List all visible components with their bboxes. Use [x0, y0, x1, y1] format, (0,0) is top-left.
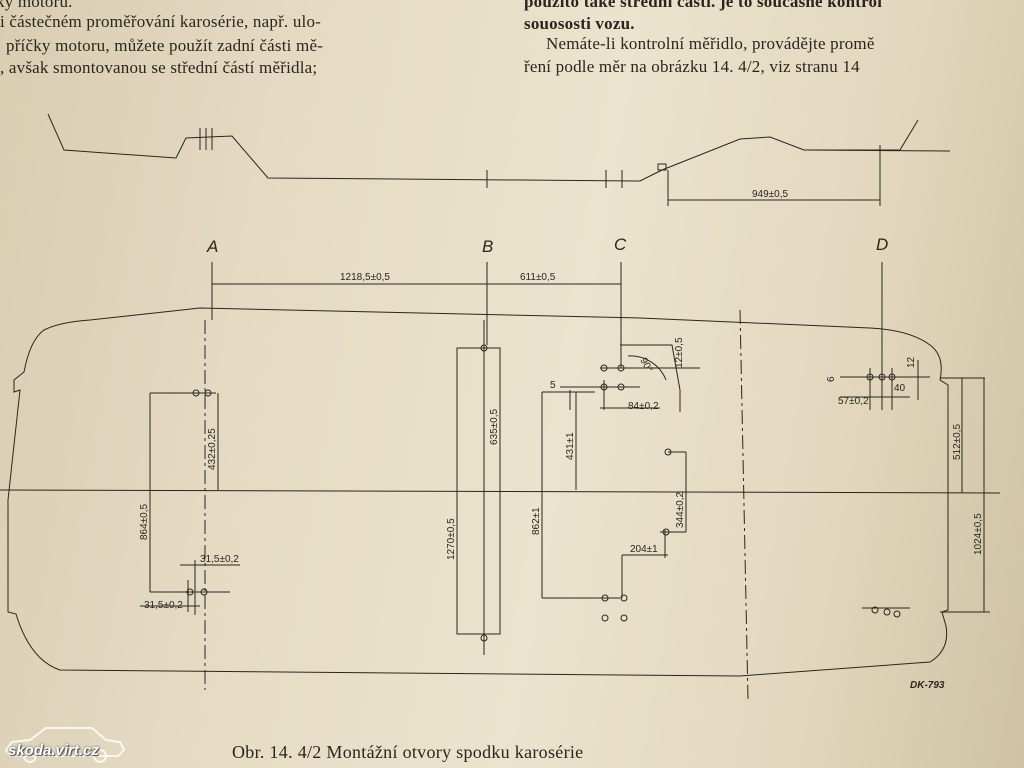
hole — [186, 588, 194, 596]
drawing-code: DK-793 — [910, 680, 945, 691]
dim-a-864: 864±0,5 — [139, 503, 150, 540]
dim-c-12: 12±0,5 — [674, 337, 685, 368]
hole — [192, 389, 200, 397]
dim-a-432: 432±0,25 — [207, 428, 218, 470]
floor-pan-outline — [7, 307, 949, 677]
body-text-right-1: Nemáte-li kontrolní měřidlo, provádějte … — [546, 34, 875, 53]
dim-b-635: 635±0,5 — [489, 408, 500, 445]
dim-c-5: 5 — [550, 380, 556, 391]
hole — [620, 594, 628, 602]
dim-c-204: 204±1 — [630, 544, 658, 555]
hole — [600, 383, 608, 391]
hole — [480, 344, 488, 352]
figure-caption: Obr. 14. 4/2 Montážní otvory spodku karo… — [232, 742, 584, 762]
dim-c-862: 862±1 — [531, 507, 542, 535]
dim-d-57: 57±0,2 — [838, 396, 869, 407]
dim-c-angle: 90° — [637, 356, 654, 375]
hole — [204, 389, 212, 397]
dim-bc: 611±0,5 — [520, 272, 556, 283]
body-text-right-bold-1: použito také střední části. je to součas… — [524, 0, 883, 11]
hole — [617, 383, 625, 391]
hole — [883, 608, 891, 616]
hole — [620, 614, 628, 622]
car-logo-icon — [4, 727, 126, 763]
dim-d-1024: 1024±0,5 — [973, 513, 984, 555]
dim-c-431: 431±1 — [565, 432, 576, 460]
hole — [871, 606, 879, 614]
body-text-line-4: , avšak smontovanou se střední částí měř… — [0, 58, 318, 77]
hole — [200, 588, 208, 596]
profile-baseline — [803, 149, 951, 152]
dim-ab: 1218,5±0,5 — [340, 272, 390, 283]
hole — [878, 373, 886, 381]
dim-d-6: 6 — [826, 376, 837, 382]
dim-profile: 949±0,5 — [752, 189, 789, 200]
hole — [888, 373, 896, 381]
dim-b-1270: 1270±0,5 — [446, 518, 457, 560]
hole — [601, 594, 609, 602]
hole — [600, 364, 608, 372]
hole — [866, 373, 874, 381]
body-text-line-3: příčky motoru, můžete použít zadní části… — [6, 36, 324, 55]
dim-a-315-bot: 31,5±0,2 — [144, 600, 183, 611]
watermark-text: skoda.virt.cz — [8, 742, 99, 759]
section-label-b: B — [482, 237, 493, 256]
body-text-right-bold-2: souososti vozu. — [524, 14, 635, 33]
dim-d-512: 512±0,5 — [952, 423, 963, 460]
hole — [617, 364, 625, 372]
hole — [662, 528, 670, 536]
section-label-c: C — [614, 235, 627, 254]
section-label-d: D — [876, 235, 888, 254]
dim-c-84: 84±0,2 — [628, 401, 659, 412]
dim-d-40: 40 — [894, 383, 906, 394]
hole — [664, 448, 672, 456]
body-text-line-1: ky motoru. — [0, 0, 73, 11]
dim-a-315-top: 31,5±0,2 — [200, 554, 239, 565]
dim-d-12: 12 — [906, 356, 917, 368]
section-label-a: A — [206, 237, 218, 256]
side-profile-line — [47, 113, 919, 182]
hole — [480, 634, 488, 642]
body-text-line-2: i částečném proměřování karosérie, např.… — [0, 12, 322, 31]
hole — [601, 614, 609, 622]
body-text-right-2: ření podle měr na obrázku 14. 4/2, viz s… — [524, 57, 860, 76]
dim-c-344: 344±0,2 — [675, 491, 686, 528]
hole — [893, 610, 901, 618]
